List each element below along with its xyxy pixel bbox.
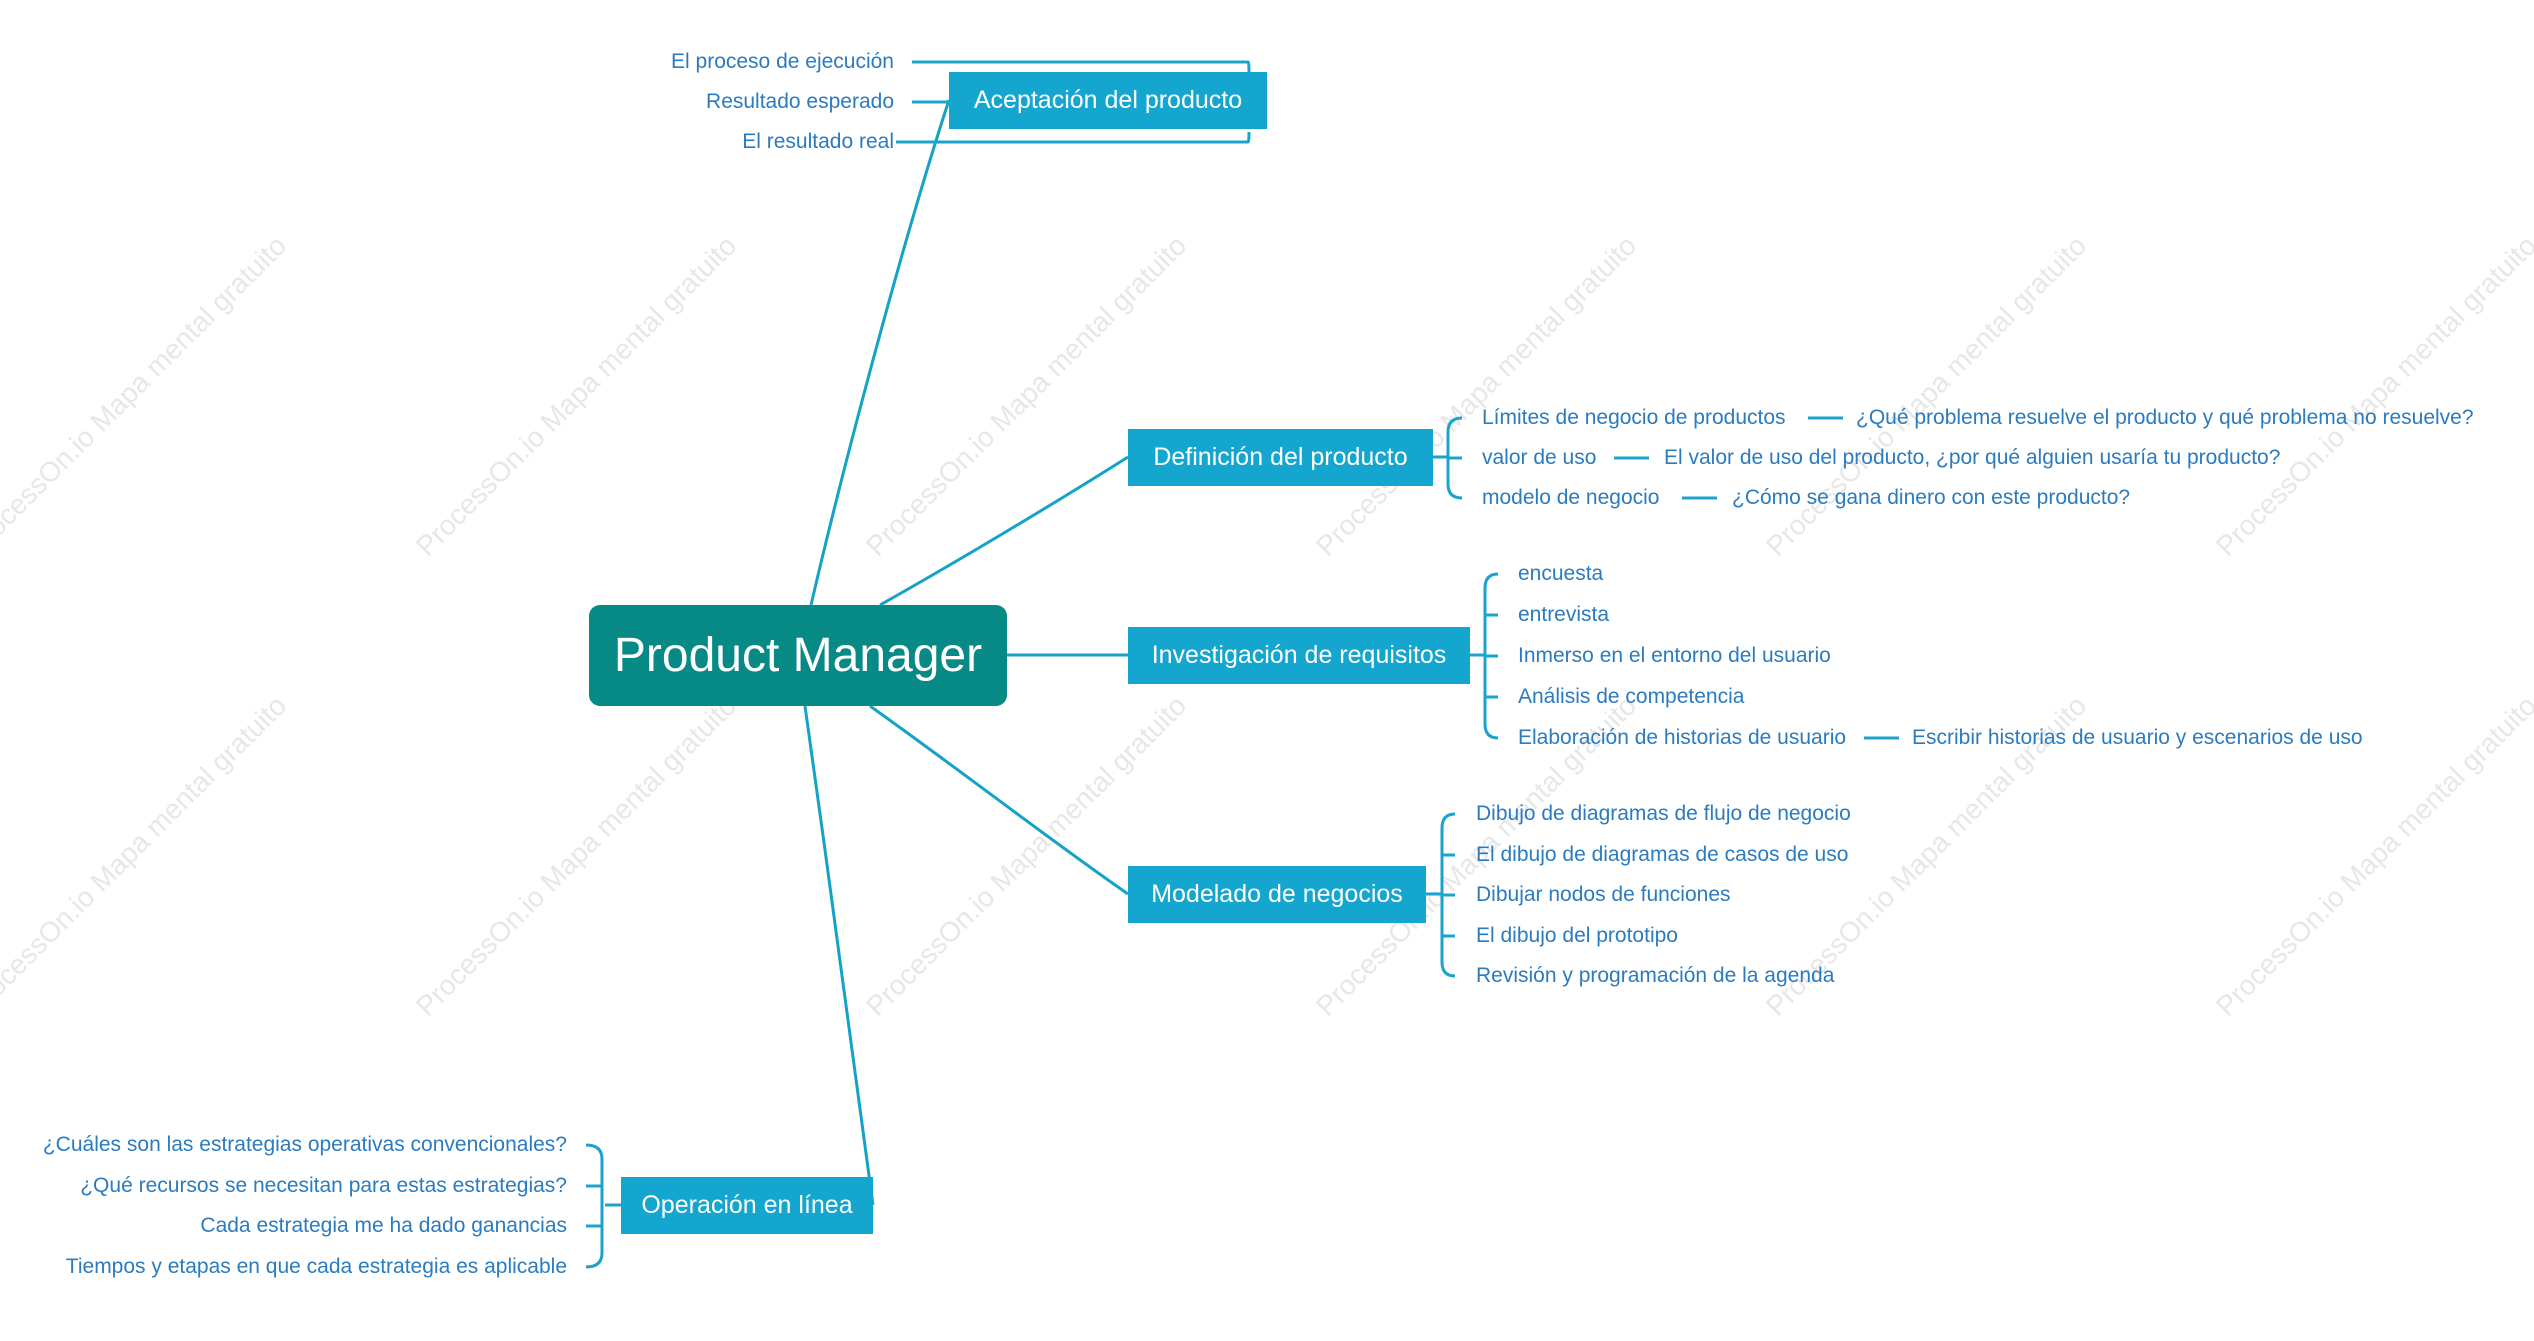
leaf-definicion-3-detail[interactable]: ¿Cómo se gana dinero con este producto? bbox=[1732, 486, 2131, 509]
leaf-investigacion-5-detail[interactable]: Escribir historias de usuario y escenari… bbox=[1912, 726, 2363, 749]
bracket-aceptacion-1 bbox=[912, 60, 1251, 73]
topic-investigacion[interactable]: Investigación de requisitos bbox=[1128, 627, 1470, 684]
root-label: Product Manager bbox=[613, 629, 983, 682]
connector-root-modelado bbox=[869, 704, 1129, 896]
leaf-definicion-1[interactable]: Límites de negocio de productos bbox=[1482, 406, 1786, 429]
leaf-operacion-4[interactable]: Tiempos y etapas en que cada estrategia … bbox=[65, 1255, 567, 1278]
leaf-modelado-1[interactable]: Dibujo de diagramas de flujo de negocio bbox=[1476, 802, 1851, 825]
topic-operacion[interactable]: Operación en línea bbox=[621, 1177, 873, 1234]
connector-root-definicion bbox=[879, 455, 1129, 607]
topic-modelado[interactable]: Modelado de negocios bbox=[1128, 866, 1426, 923]
leaf-investigacion-5[interactable]: Elaboración de historias de usuario bbox=[1518, 726, 1847, 749]
leaf-investigacion-2[interactable]: entrevista bbox=[1518, 603, 1610, 626]
connector-root-aceptacion bbox=[809, 99, 951, 606]
bracket-investigacion bbox=[1470, 572, 1499, 740]
root-node[interactable]: Product Manager bbox=[589, 605, 1007, 706]
leaf-definicion-2[interactable]: valor de uso bbox=[1482, 446, 1597, 469]
topic-label: Definición del producto bbox=[1153, 443, 1408, 471]
topic-label: Operación en línea bbox=[641, 1191, 853, 1219]
leaf-modelado-4[interactable]: El dibujo del prototipo bbox=[1476, 924, 1678, 947]
topic-aceptacion[interactable]: Aceptación del producto bbox=[949, 72, 1267, 129]
leaf-operacion-3[interactable]: Cada estrategia me ha dado ganancias bbox=[200, 1214, 567, 1237]
topic-label: Modelado de negocios bbox=[1151, 880, 1403, 908]
leaf-aceptacion-2[interactable]: Resultado esperado bbox=[706, 90, 894, 113]
leaf-modelado-3[interactable]: Dibujar nodos de funciones bbox=[1476, 883, 1731, 906]
leaf-investigacion-4[interactable]: Análisis de competencia bbox=[1518, 685, 1745, 708]
topic-definicion[interactable]: Definición del producto bbox=[1128, 429, 1433, 486]
leaf-investigacion-1[interactable]: encuesta bbox=[1518, 562, 1604, 585]
leaf-definicion-1-detail[interactable]: ¿Qué problema resuelve el producto y qué… bbox=[1856, 406, 2474, 429]
leaf-aceptacion-3[interactable]: El resultado real bbox=[742, 130, 894, 153]
topic-label: Aceptación del producto bbox=[973, 86, 1243, 114]
leaf-modelado-2[interactable]: El dibujo de diagramas de casos de uso bbox=[1476, 843, 1849, 866]
leaf-operacion-2[interactable]: ¿Qué recursos se necesitan para estas es… bbox=[80, 1174, 567, 1197]
bracket-modelado bbox=[1426, 812, 1456, 978]
leaf-operacion-1[interactable]: ¿Cuáles son las estrategias operativas c… bbox=[42, 1133, 567, 1156]
connector-root-operacion bbox=[803, 705, 875, 1206]
leaf-aceptacion-1[interactable]: El proceso de ejecución bbox=[671, 50, 894, 73]
leaf-investigacion-3[interactable]: Inmerso en el entorno del usuario bbox=[1518, 644, 1831, 667]
bracket-definicion bbox=[1433, 416, 1463, 500]
leaf-modelado-5[interactable]: Revisión y programación de la agenda bbox=[1476, 964, 1835, 987]
leaf-definicion-3[interactable]: modelo de negocio bbox=[1482, 486, 1660, 509]
bracket-operacion bbox=[585, 1143, 621, 1269]
leaf-definicion-2-detail[interactable]: El valor de uso del producto, ¿por qué a… bbox=[1664, 446, 2281, 469]
bracket-aceptacion-3 bbox=[896, 131, 1251, 144]
topic-label: Investigación de requisitos bbox=[1151, 641, 1447, 669]
